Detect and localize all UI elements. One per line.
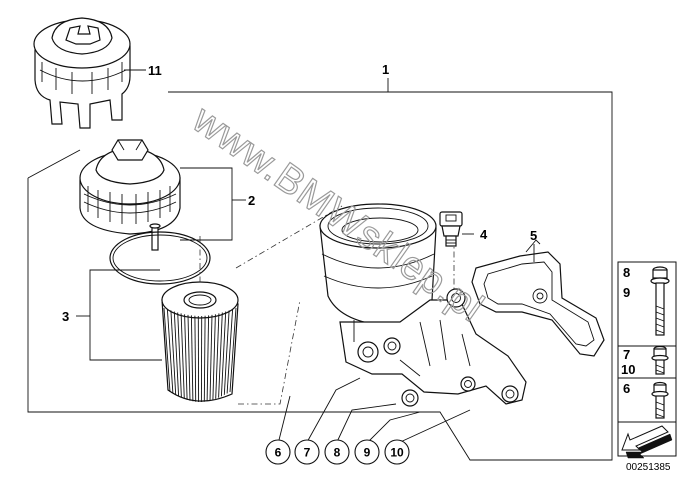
circled-callout-label: 9 bbox=[364, 446, 371, 460]
circled-callout-label: 6 bbox=[275, 446, 282, 460]
circled-callout: 7 bbox=[294, 439, 320, 465]
circled-callout: 8 bbox=[324, 439, 350, 465]
filter-pleat bbox=[170, 310, 177, 395]
circled-callout-label: 10 bbox=[390, 446, 404, 460]
direction-arrow-icon bbox=[621, 425, 673, 459]
filter-wrench-cap bbox=[33, 17, 146, 129]
side-panel-label: 10 bbox=[621, 362, 635, 377]
housing-gasket bbox=[471, 239, 605, 357]
callout-11: 11 bbox=[148, 63, 162, 78]
long-bolt-icon bbox=[650, 266, 670, 336]
filter-pleat bbox=[206, 315, 210, 402]
filter-pleat bbox=[226, 309, 234, 394]
oil-pressure-switch bbox=[439, 211, 474, 247]
filter-pleat bbox=[180, 313, 185, 399]
filter-pleat bbox=[209, 314, 213, 401]
circled-callout: 10 bbox=[384, 439, 410, 465]
callout-labels: 1 2 3 4 5 11 bbox=[62, 62, 537, 324]
filter-pleat bbox=[215, 313, 220, 399]
filter-pleat bbox=[218, 312, 223, 398]
side-panel-label: 8 bbox=[623, 265, 630, 280]
filter-pleat bbox=[163, 307, 171, 393]
callout-5: 5 bbox=[530, 228, 537, 243]
filter-pleat bbox=[166, 309, 174, 394]
assembly-lines bbox=[199, 205, 455, 405]
callout-frame bbox=[27, 78, 613, 461]
leader-lines bbox=[76, 167, 535, 445]
circled-callouts: 6 7 8 9 10 bbox=[265, 439, 410, 465]
circled-callout-label: 8 bbox=[334, 446, 341, 460]
filter-housing-cover bbox=[79, 139, 181, 251]
filter-pleats bbox=[163, 307, 237, 403]
circled-callout: 9 bbox=[354, 439, 380, 465]
filter-pleat bbox=[190, 315, 194, 402]
oil-filter-element bbox=[161, 281, 239, 403]
callout-1: 1 bbox=[382, 62, 389, 77]
medium-bolt-icon bbox=[651, 381, 669, 419]
callout-2: 2 bbox=[248, 193, 255, 208]
side-panel-label: 6 bbox=[623, 381, 630, 396]
circled-callout-label: 7 bbox=[304, 446, 311, 460]
oil-filter-housing bbox=[319, 203, 527, 407]
side-panel-label: 7 bbox=[623, 347, 630, 362]
filter-pleat bbox=[223, 310, 230, 395]
filter-pleat bbox=[203, 315, 206, 402]
doc-number: 00251385 bbox=[626, 462, 671, 473]
short-bolt-icon bbox=[651, 345, 669, 375]
filter-pleat bbox=[194, 315, 197, 402]
callout-3: 3 bbox=[62, 309, 69, 324]
filter-pleat bbox=[177, 312, 182, 398]
o-ring bbox=[109, 231, 211, 285]
filter-pleat bbox=[212, 314, 216, 400]
filter-pleat bbox=[220, 311, 227, 397]
filter-pleat bbox=[229, 307, 237, 393]
filter-pleat bbox=[187, 314, 191, 401]
filter-pleat bbox=[173, 311, 180, 397]
circled-callout: 6 bbox=[265, 439, 291, 465]
callout-4: 4 bbox=[480, 227, 488, 242]
side-panel-label: 9 bbox=[623, 285, 630, 300]
filter-pleat bbox=[184, 314, 188, 400]
side-panel: 8 9 7 10 6 bbox=[617, 261, 677, 459]
